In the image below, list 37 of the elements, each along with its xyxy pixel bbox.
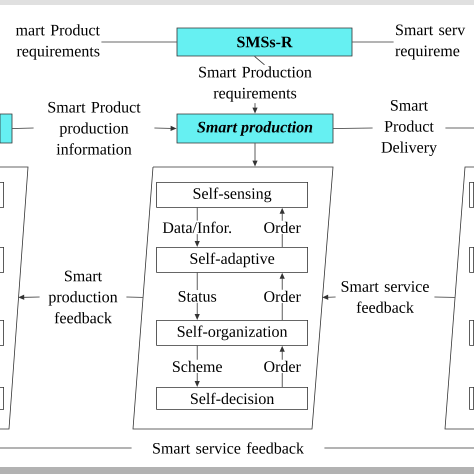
requirement-label: mart Product requirements [16, 24, 100, 60]
connector-line [333, 128, 373, 129]
module-panel [444, 166, 474, 430]
process-box [0, 182, 4, 208]
edge-label: Status [176, 290, 218, 303]
process-box [0, 114, 12, 144]
edge-label: Data/Infor. [161, 220, 234, 234]
process-box: Self-decision [156, 387, 308, 410]
process-box: Self-sensing [156, 182, 308, 208]
feedback-label: Smart service feedback [153, 442, 304, 454]
connector-line [254, 56, 265, 66]
feedback-label: Smart production feedback [48, 270, 118, 324]
connector-line [12, 128, 34, 129]
edge-label: Order [262, 220, 302, 234]
edge-label: Scheme [170, 360, 224, 374]
process-box [469, 182, 474, 208]
process-box [0, 320, 4, 346]
edge-label: Order [262, 290, 302, 304]
flow-label: Smart Product production information [48, 101, 141, 155]
edge-label: Order [262, 360, 302, 374]
process-box [0, 387, 4, 410]
process-box [469, 247, 474, 273]
system-box: SMSs-R [176, 28, 352, 56]
process-box: Self-organization [156, 320, 308, 346]
connector-line [126, 296, 144, 298]
flow-label: Smart Product Delivery [381, 100, 437, 156]
requirement-label: Smart serv requireme [395, 24, 466, 60]
module-panel [132, 166, 334, 430]
process-box [469, 387, 474, 410]
process-box: Self-adaptive [156, 247, 308, 273]
feedback-label: Smart service feedback [342, 281, 429, 313]
process-box [469, 320, 474, 346]
requirement-label: Smart Production requirements [199, 66, 312, 102]
module-panel [0, 166, 28, 430]
process-box [0, 247, 4, 273]
connector-line [434, 296, 456, 298]
process-box: Smart production [176, 114, 334, 144]
